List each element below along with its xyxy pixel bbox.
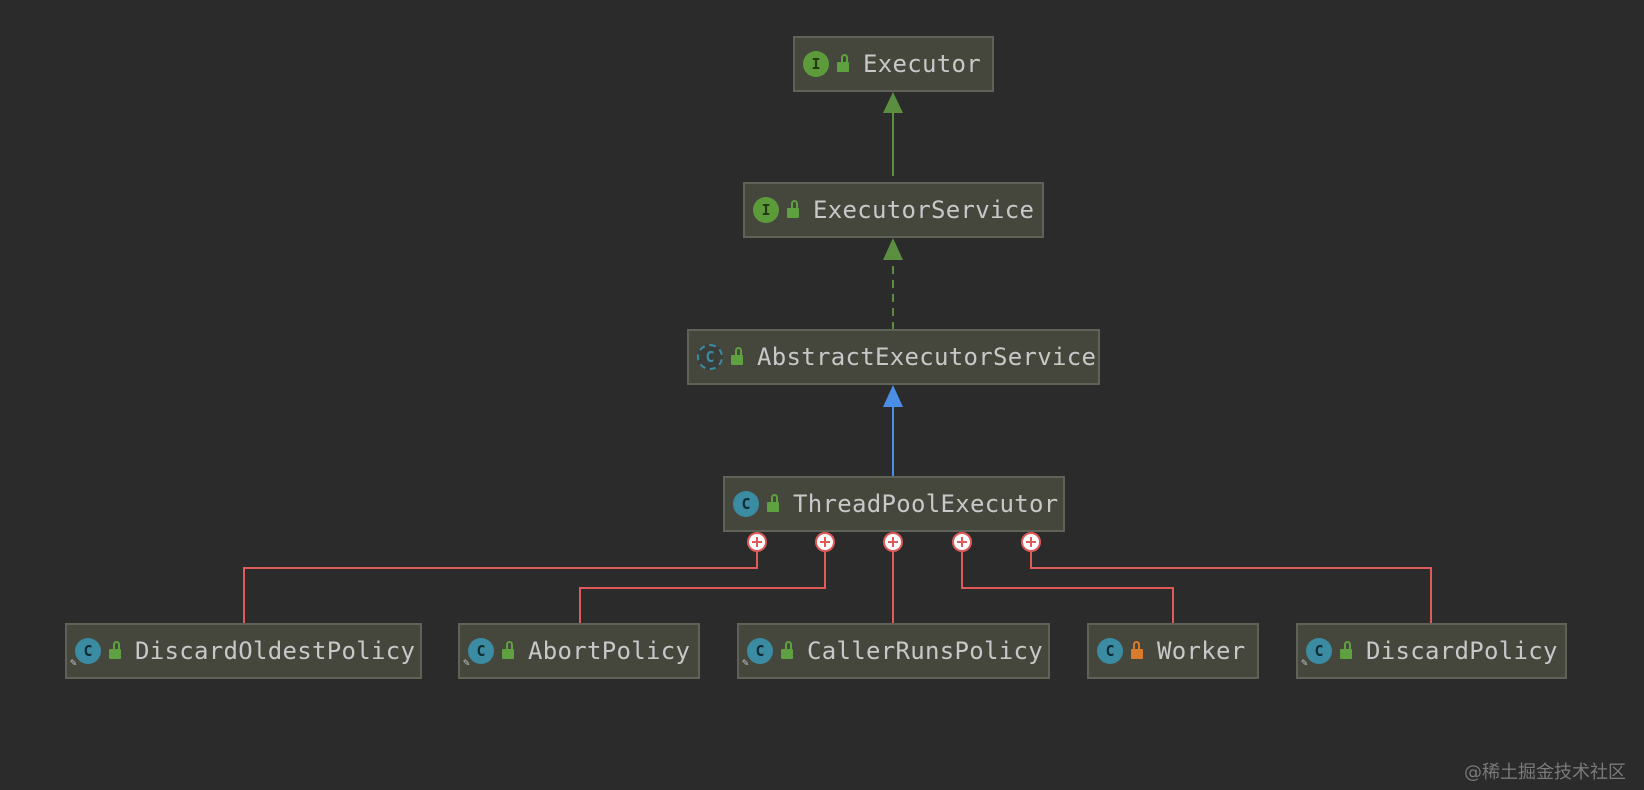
edge-arrowhead-executorservice bbox=[883, 238, 903, 260]
node-label: DiscardOldestPolicy bbox=[135, 637, 416, 665]
edge-arrowhead-executor bbox=[883, 92, 903, 113]
node-label: AbortPolicy bbox=[528, 637, 691, 665]
node-discardpolicy[interactable]: C✎ DiscardPolicy bbox=[1296, 623, 1567, 679]
edge-inner-abortpolicy bbox=[579, 552, 826, 624]
inner-marker-icon bbox=[1021, 532, 1041, 552]
node-label: Worker bbox=[1157, 637, 1246, 665]
public-lock-icon bbox=[109, 641, 121, 659]
public-lock-icon bbox=[502, 641, 514, 659]
public-lock-icon bbox=[787, 200, 799, 218]
edge-inner-discardpolicy bbox=[1030, 552, 1432, 624]
node-threadpoolexecutor[interactable]: C ThreadPoolExecutor bbox=[723, 476, 1065, 532]
node-label: ExecutorService bbox=[813, 196, 1035, 224]
pin-icon: ✎ bbox=[463, 656, 470, 669]
static-class-icon: C✎ bbox=[463, 638, 494, 668]
pin-icon: ✎ bbox=[70, 656, 77, 669]
public-lock-icon bbox=[1340, 641, 1352, 659]
edge-arrowhead-abstract bbox=[883, 385, 903, 407]
static-class-icon: C✎ bbox=[70, 638, 101, 668]
private-lock-icon bbox=[1131, 641, 1143, 659]
pin-icon: ✎ bbox=[1301, 656, 1308, 669]
node-label: DiscardPolicy bbox=[1366, 637, 1558, 665]
inner-marker-icon bbox=[952, 532, 972, 552]
node-label: ThreadPoolExecutor bbox=[793, 490, 1059, 518]
node-callerrunspolicy[interactable]: C✎ CallerRunsPolicy bbox=[737, 623, 1050, 679]
node-abstractexecutorservice[interactable]: C AbstractExecutorService bbox=[687, 329, 1100, 385]
inner-marker-icon bbox=[747, 532, 767, 552]
public-lock-icon bbox=[781, 641, 793, 659]
interface-icon: I bbox=[803, 51, 829, 77]
public-lock-icon bbox=[767, 494, 779, 512]
class-icon: C bbox=[733, 491, 759, 517]
public-lock-icon bbox=[731, 347, 743, 365]
interface-icon: I bbox=[753, 197, 779, 223]
node-label: CallerRunsPolicy bbox=[807, 637, 1043, 665]
edge-inner-discardoldestpolicy bbox=[243, 552, 758, 624]
static-class-icon: C✎ bbox=[1301, 638, 1332, 668]
inner-marker-icon bbox=[815, 532, 835, 552]
edge-inner-worker bbox=[961, 552, 1174, 624]
node-executor[interactable]: I Executor bbox=[793, 36, 994, 92]
node-worker[interactable]: C Worker bbox=[1087, 623, 1259, 679]
node-label: AbstractExecutorService bbox=[757, 343, 1097, 371]
static-class-icon: C✎ bbox=[742, 638, 773, 668]
node-discardoldestpolicy[interactable]: C✎ DiscardOldestPolicy bbox=[65, 623, 422, 679]
public-lock-icon bbox=[837, 54, 849, 72]
inner-marker-icon bbox=[883, 532, 903, 552]
pin-icon: ✎ bbox=[742, 656, 749, 669]
nested-class-icon: C bbox=[1097, 638, 1123, 664]
abstract-class-icon: C bbox=[697, 344, 723, 370]
node-executorservice[interactable]: I ExecutorService bbox=[743, 182, 1044, 238]
node-abortpolicy[interactable]: C✎ AbortPolicy bbox=[458, 623, 700, 679]
watermark: @稀土掘金技术社区 bbox=[1464, 762, 1626, 783]
node-label: Executor bbox=[863, 50, 981, 78]
